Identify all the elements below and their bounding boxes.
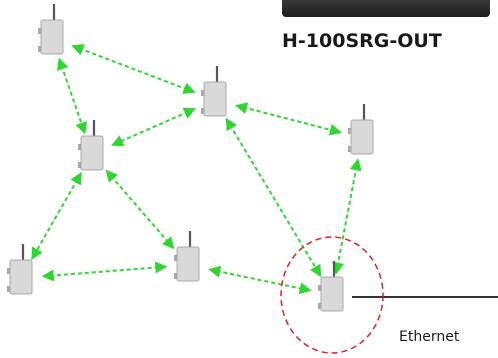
mount-tab — [7, 268, 10, 274]
router-device-icon — [320, 276, 344, 312]
mount-tab — [38, 46, 41, 52]
mesh-link-n1-n3 — [57, 57, 87, 135]
mount-tab — [174, 255, 177, 261]
gateway-node — [318, 261, 344, 312]
mount-tab — [174, 273, 177, 279]
mesh-link-n2-gw — [225, 117, 322, 278]
mesh-node-3 — [78, 120, 104, 171]
links-layer — [31, 44, 362, 295]
ethernet-label: Ethernet — [399, 329, 460, 345]
mount-tab — [7, 286, 10, 292]
router-device-icon — [9, 259, 33, 295]
router-device-icon — [203, 81, 227, 117]
mount-tab — [201, 90, 204, 96]
mount-tab — [78, 162, 81, 168]
mount-tab — [348, 128, 351, 134]
mesh-node-4 — [348, 104, 374, 155]
mount-tab — [201, 108, 204, 114]
mesh-node-2 — [201, 66, 227, 117]
mesh-node-5 — [7, 244, 33, 295]
gateway-highlight-ring — [280, 236, 384, 354]
mount-tab — [318, 285, 321, 291]
mesh-node-6 — [174, 231, 200, 282]
mount-tab — [38, 28, 41, 34]
router-device-icon — [350, 119, 374, 155]
diagram-title: H-100SRG-OUT — [282, 30, 442, 52]
mount-tab — [78, 144, 81, 150]
router-device-icon — [176, 246, 200, 282]
mesh-link-n3-n6 — [105, 169, 175, 250]
mesh-link-n3-n5 — [31, 172, 82, 260]
mesh-link-n1-n2 — [71, 44, 196, 94]
mesh-link-n2-n4 — [235, 102, 342, 136]
product-photo — [282, 0, 490, 17]
router-device-icon — [80, 135, 104, 171]
mesh-link-n2-n3 — [111, 107, 196, 147]
nodes-layer — [7, 4, 374, 312]
mesh-link-n6-gw — [208, 265, 312, 295]
mount-tab — [348, 146, 351, 152]
mesh-node-1 — [38, 4, 64, 55]
mesh-link-n5-n6 — [41, 261, 168, 282]
mesh-link-n4-gw — [332, 158, 362, 275]
mount-tab — [318, 303, 321, 309]
router-device-icon — [40, 19, 64, 55]
